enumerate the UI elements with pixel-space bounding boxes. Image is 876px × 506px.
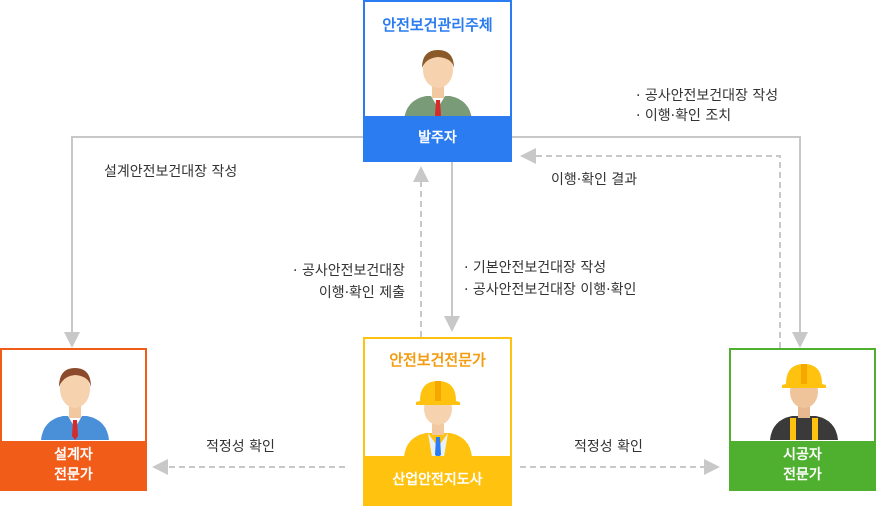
label-owner-to-contractor-1: · 공사안전보건대장 작성 bbox=[636, 88, 779, 104]
construction-worker-icon bbox=[404, 381, 472, 457]
businessman-icon bbox=[404, 50, 472, 120]
label-owner-to-contractor-2: · 이행·확인 조치 bbox=[636, 108, 732, 124]
contractor-role-line1: 시공자 bbox=[783, 447, 822, 463]
label-consultant-to-owner-1: · 공사안전보건대장 bbox=[293, 263, 405, 279]
consultant-header: 안전보건전문가 bbox=[389, 351, 486, 369]
label-consultant-to-contractor: 적정성 확인 bbox=[574, 439, 643, 455]
owner-to-designer-line bbox=[64, 136, 363, 348]
designer-box: 설계자 전문가 bbox=[0, 348, 147, 491]
designer-role: 설계자 전문가 bbox=[2, 441, 145, 489]
construction-worker-icon bbox=[770, 364, 838, 440]
contractor-box: 시공자 전문가 bbox=[729, 348, 876, 491]
contractor-to-owner-line bbox=[520, 148, 781, 348]
owner-role: 발주자 bbox=[365, 116, 510, 160]
consultant-role: 산업안전지도사 bbox=[365, 456, 510, 504]
designer-role-line2: 전문가 bbox=[54, 467, 93, 483]
designer-role-line1: 설계자 bbox=[54, 447, 93, 463]
owner-to-contractor-line bbox=[512, 136, 808, 348]
label-owner-to-designer: 설계안전보건대장 작성 bbox=[104, 164, 238, 180]
label-consultant-to-owner-2: 이행·확인 제출 bbox=[318, 285, 405, 301]
businessman-icon bbox=[41, 368, 109, 440]
contractor-role: 시공자 전문가 bbox=[731, 441, 874, 489]
contractor-role-line2: 전문가 bbox=[783, 467, 822, 483]
consultant-box: 안전보건전문가 산업안전지도사 bbox=[363, 337, 512, 506]
owner-header: 안전보건관리주체 bbox=[382, 16, 493, 34]
label-contractor-to-owner: 이행·확인 결과 bbox=[551, 172, 638, 188]
label-owner-to-consultant-1: · 기본안전보건대장 작성 bbox=[464, 260, 607, 276]
label-consultant-to-designer: 적정성 확인 bbox=[206, 439, 275, 455]
label-owner-to-consultant-2: · 공사안전보건대장 이행·확인 bbox=[464, 282, 637, 298]
owner-box: 안전보건관리주체 발주자 bbox=[363, 0, 512, 162]
